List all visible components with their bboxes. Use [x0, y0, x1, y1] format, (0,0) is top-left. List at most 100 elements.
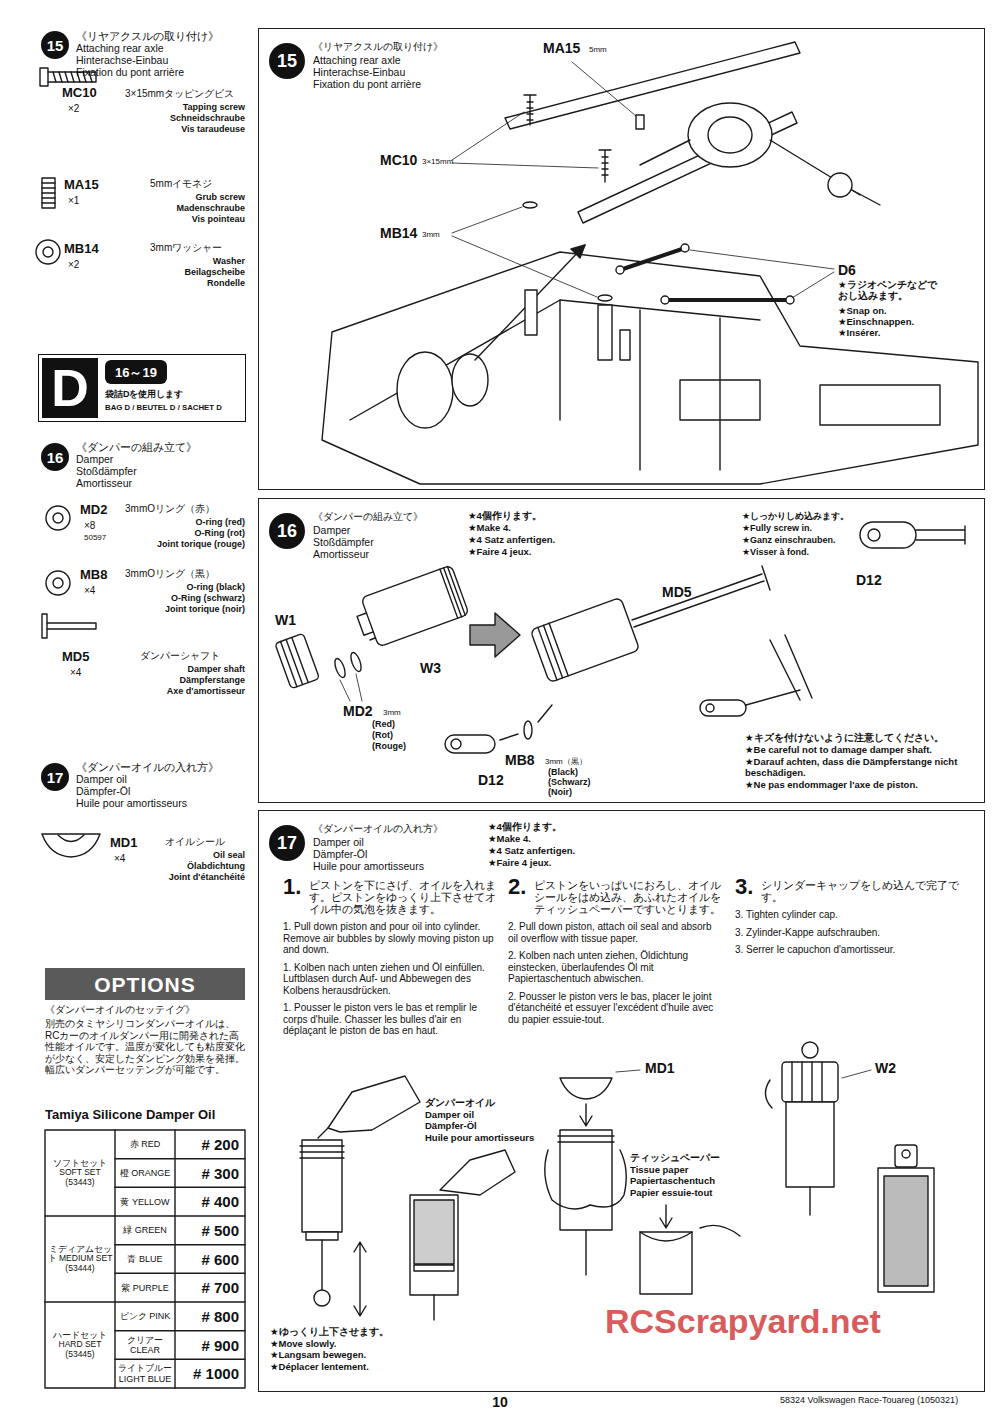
illustration-stroke [322, 252, 978, 484]
note-text: ★4 Satz anfertigen. [488, 846, 638, 857]
table-cell: # 800 [177, 1308, 239, 1325]
callout-text: Papier essuie-tout [630, 1188, 760, 1199]
illustration-stroke [530, 597, 639, 682]
table-cell: ピンク PINK [117, 1311, 173, 1321]
illustration-stroke [300, 1146, 344, 1158]
note-text: ★4個作ります。 [468, 511, 618, 522]
step-text: 2. Pull down piston, attach oil seal and… [508, 921, 720, 944]
illustration-stroke [690, 250, 834, 298]
illustration-stroke [275, 633, 320, 688]
note-text: ★Einschnappen. [838, 317, 968, 328]
illustration-stroke [452, 354, 488, 406]
node-text: 《ダンパーの組み立て》 [313, 511, 463, 523]
node-text: 17 [47, 770, 64, 785]
step-number: 15 [269, 43, 305, 79]
dimension: 3×15mm [422, 157, 472, 166]
callout-text: Huile pour amortisseurs [425, 1133, 545, 1144]
illustration-stroke [58, 835, 84, 842]
table-cell: # 700 [177, 1279, 239, 1296]
part-code: D6 [838, 262, 878, 278]
part-name: Joint d'étanchéité [140, 872, 245, 882]
part-name: ダンパーシャフト [140, 650, 245, 662]
color-name: (Black) [548, 767, 608, 777]
illustration-stroke [340, 674, 362, 701]
illustration-stroke [45, 1130, 245, 1388]
part-name: Grub screw [140, 192, 245, 202]
part-code: MB8 [80, 568, 125, 583]
step-number: 16 [269, 513, 305, 549]
illustration-stroke [792, 1062, 822, 1102]
illustration-stroke [636, 115, 644, 129]
note-text: ★キズを付けないように注意してください。 [745, 733, 975, 744]
node-text: Hinterachse-Einbau [313, 66, 463, 78]
table-cell: 青 BLUE [117, 1254, 173, 1264]
bag-box: 袋詰Dを使用しますBAG D / BEUTEL D / SACHET DD16～… [38, 354, 246, 422]
heading-text: 《ダンパーオイルの入れ方》 [76, 761, 246, 773]
quantity: ×2 [68, 259, 98, 271]
heading-text: Huile pour amortisseurs [76, 797, 246, 809]
step-number: 17 [41, 763, 69, 791]
illustration-stroke [560, 1130, 612, 1230]
note-text: ★Déplacer lentement. [270, 1362, 400, 1373]
part-code: MD5 [62, 650, 107, 665]
illustration-stroke [598, 295, 612, 301]
step-text: 1. Pull down piston and pour oil into cy… [283, 921, 495, 956]
illustration-stroke [349, 651, 363, 673]
node-text: Damper oil [313, 836, 463, 848]
illustration-stroke [868, 529, 880, 541]
quantity: ×4 [70, 667, 100, 679]
quantity: ×2 [68, 103, 98, 115]
illustration-stroke [681, 244, 689, 252]
step-text: 2. Kolben nach unten ziehen, Öldichtung … [508, 950, 720, 985]
note-text: ★ゆっくり上下させます。 [270, 1327, 400, 1338]
heading-text: Fixation du pont arrière [76, 66, 246, 78]
illustration-stroke [361, 565, 469, 647]
illustration-stroke [616, 266, 624, 274]
heading-text: 《ダンパーの組み立て》 [76, 441, 246, 453]
note-text: ★Insérer. [838, 328, 968, 339]
step-text: 1. Kolben nach unten ziehen und Öl einfü… [283, 962, 495, 997]
node-text: Fixation du pont arrière [313, 78, 463, 90]
illustration-stroke [802, 1042, 818, 1058]
illustration-stroke [523, 202, 537, 208]
part-code: W3 [420, 660, 450, 676]
illustration-stroke [598, 305, 612, 360]
dimension: 3mm（黒） [545, 757, 595, 766]
node-text: 15 [47, 38, 64, 53]
part-name: Joint torique (rouge) [140, 539, 245, 549]
step-text: ピストンをいっぱいにおろし、オイルシールをはめ込み、あふれたオイルをティッシュペ… [534, 879, 724, 915]
step-number: 2. [508, 874, 538, 899]
note-text: ★Snap on. [838, 306, 968, 317]
part-code: MD2 [343, 703, 383, 719]
part-code: D12 [856, 572, 896, 588]
illustration-stroke [700, 1225, 740, 1236]
note-text: ★Be careful not to damage damper shaft. [745, 745, 975, 756]
part-name: Dämpferstange [140, 675, 245, 685]
illustration-stroke [765, 1080, 772, 1108]
illustration-stroke [842, 1070, 871, 1078]
heading-text: Dämpfer-Öl [76, 785, 246, 797]
illustration-stroke [599, 150, 611, 182]
note-text: ★Make 4. [488, 834, 638, 845]
illustration-stroke [46, 571, 70, 595]
illustration-stroke [820, 385, 940, 425]
part-name: Ölabdichtung [140, 861, 245, 871]
heading-text: Damper [76, 453, 246, 465]
step-number: 17 [269, 825, 305, 861]
note-text: ★Ganz einschrauben. [742, 535, 854, 545]
illustration-stroke [616, 1070, 640, 1072]
illustration-stroke [640, 1232, 692, 1294]
part-code: MA15 [64, 178, 114, 193]
illustration-stroke [860, 522, 916, 548]
illustration-stroke [661, 296, 669, 304]
part-name: O-Ring (schwarz) [140, 593, 245, 603]
step-panel: 《リヤアクスルの取り付け》Attaching rear axleHinterac… [258, 28, 985, 490]
illustration-stroke [440, 567, 465, 619]
table-title: Tamiya Silicone Damper Oil [45, 1108, 245, 1123]
table-cell: # 300 [177, 1165, 239, 1182]
table-cell: ミディアムセット MEDIUM SET (53444) [47, 1245, 113, 1274]
part-name: 3mmOリング（黒） [125, 568, 247, 580]
illustration-stroke [433, 1295, 434, 1320]
callout-text: Damper oil [425, 1110, 545, 1121]
table-cell: 橙 ORANGE [117, 1168, 173, 1178]
